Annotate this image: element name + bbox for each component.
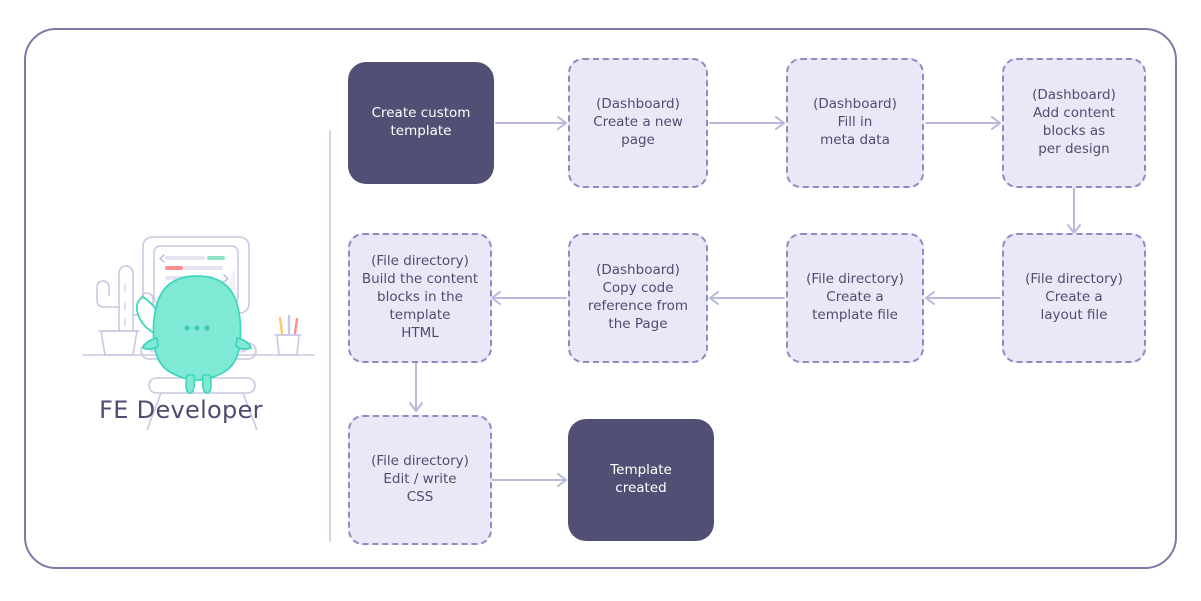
node-create-a-new-page[interactable]: (Dashboard) Create a new page [568, 58, 708, 188]
node-edit-write-css[interactable]: (File directory) Edit / write CSS [348, 415, 492, 545]
node-add-content-blocks[interactable]: (Dashboard) Add content blocks as per de… [1002, 58, 1146, 188]
connector-layer [26, 30, 1179, 571]
role-label: FE Developer [99, 396, 263, 424]
section-divider [329, 130, 331, 542]
node-create-custom-template[interactable]: Create custom template [348, 62, 494, 184]
diagram-frame: FE Developer [24, 28, 1177, 569]
node-create-template-file[interactable]: (File directory) Create a template file [786, 233, 924, 363]
node-build-content-blocks[interactable]: (File directory) Build the content block… [348, 233, 492, 363]
node-copy-code-reference[interactable]: (Dashboard) Copy code reference from the… [568, 233, 708, 363]
node-fill-in-meta-data[interactable]: (Dashboard) Fill in meta data [786, 58, 924, 188]
node-create-layout-file[interactable]: (File directory) Create a layout file [1002, 233, 1146, 363]
fe-developer-illustration [81, 215, 316, 430]
node-template-created[interactable]: Template created [568, 419, 714, 541]
